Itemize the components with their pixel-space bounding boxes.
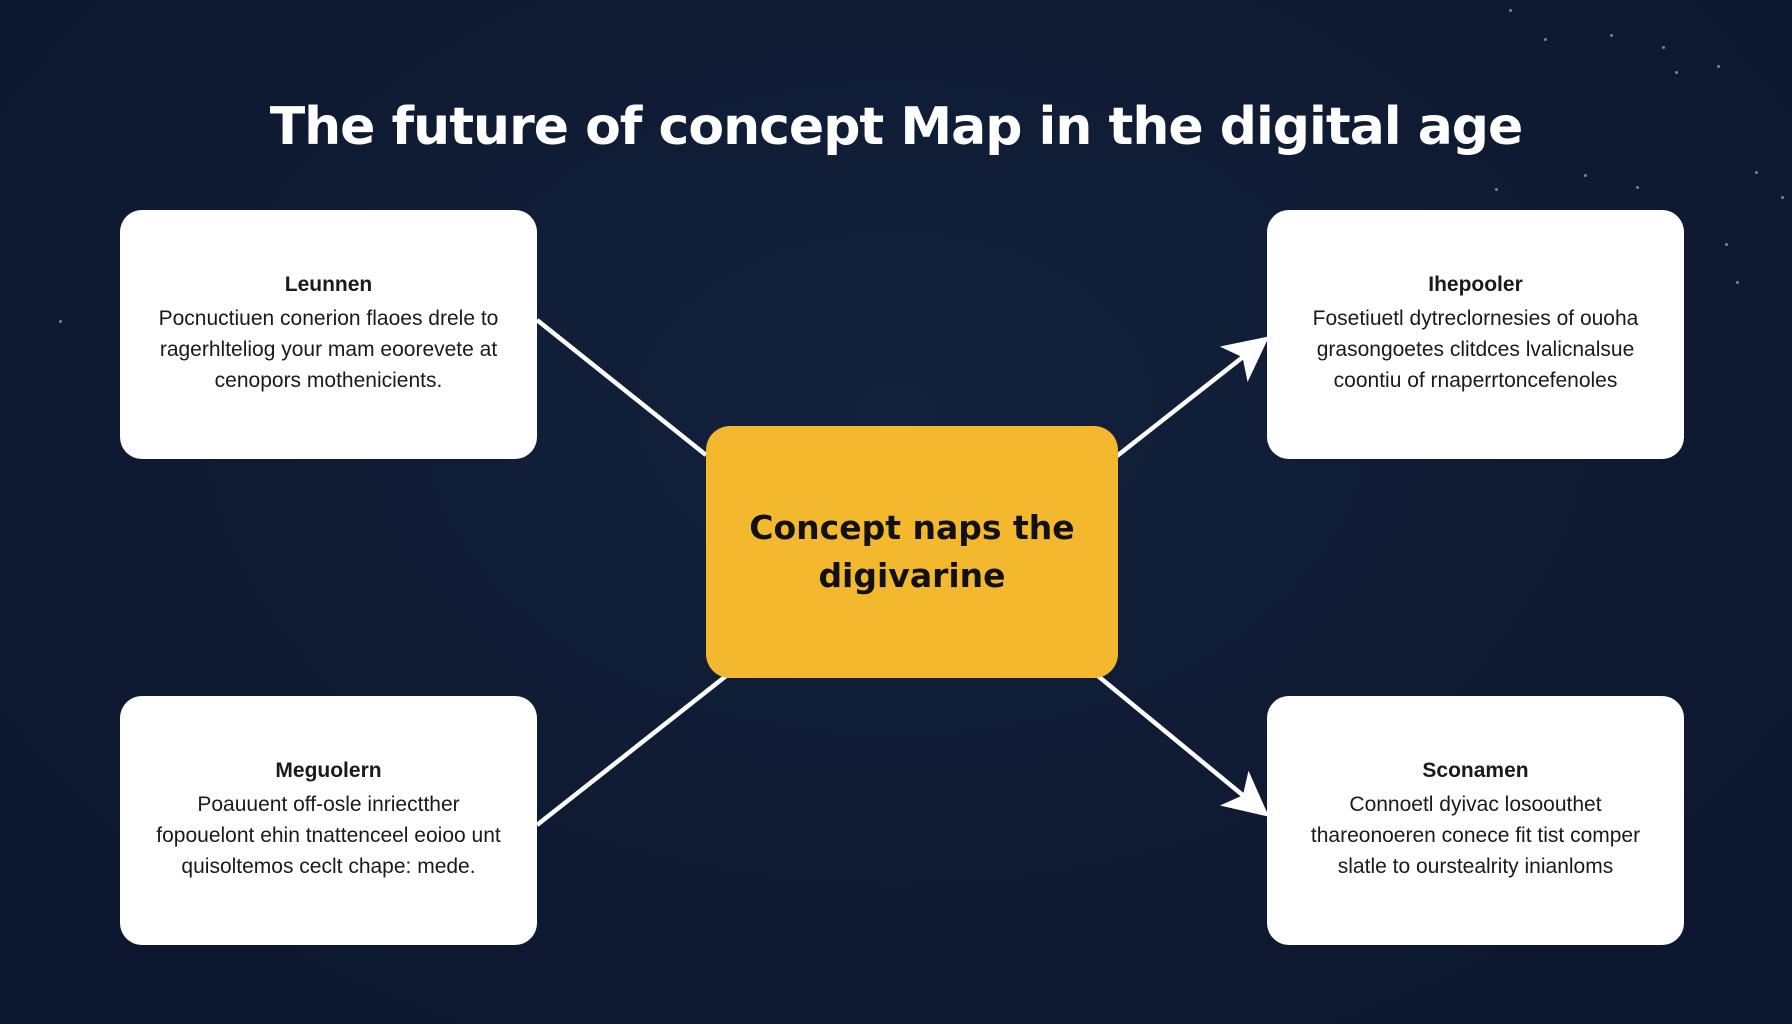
star-decoration <box>1544 38 1547 41</box>
star-decoration <box>1509 9 1512 12</box>
node-body: Fosetiuetl dytreclornesies of ouoha gras… <box>1312 307 1639 392</box>
star-decoration <box>1781 196 1784 199</box>
node-title: Leunnen <box>284 273 373 296</box>
star-decoration <box>1725 243 1728 246</box>
node-title: Meguolern <box>275 759 382 782</box>
center-node[interactable]: Concept naps the digivarine <box>706 426 1118 678</box>
node-body: Connoetl dyivac losoouthet thareonoeren … <box>1310 793 1641 878</box>
center-node-label: Concept naps the digivarine <box>749 508 1075 595</box>
node-title: Sconamen <box>1422 759 1529 782</box>
node-body: Pocnuctiuen conerion flaoes drele to rag… <box>158 307 499 392</box>
arrow-top-right <box>1115 336 1270 458</box>
node-bottom-left[interactable]: Meguolern Poauuent off-osle inriectther … <box>120 696 537 945</box>
star-decoration <box>1636 186 1639 189</box>
star-decoration <box>59 320 62 323</box>
star-decoration <box>1662 46 1665 49</box>
node-body: Poauuent off-osle inriectther fopouelont… <box>156 793 501 878</box>
node-title: Ihepooler <box>1428 273 1523 296</box>
star-decoration <box>1736 281 1739 284</box>
star-decoration <box>1675 71 1678 74</box>
node-top-right[interactable]: Ihepooler Fosetiuetl dytreclornesies of … <box>1267 210 1684 459</box>
star-decoration <box>1755 171 1758 174</box>
star-decoration <box>1610 34 1613 37</box>
page-title: The future of concept Map in the digital… <box>269 96 1524 157</box>
star-decoration <box>1495 188 1498 191</box>
connector-bottom-left <box>535 674 728 827</box>
node-bottom-right[interactable]: Sconamen Connoetl dyivac losoouthet thar… <box>1267 696 1684 945</box>
node-top-left[interactable]: Leunnen Pocnuctiuen conerion flaoes drel… <box>120 210 537 459</box>
star-decoration <box>1717 65 1720 68</box>
arrow-bottom-right <box>1096 674 1269 817</box>
star-decoration <box>1584 174 1587 177</box>
connector-top-left <box>535 318 708 457</box>
